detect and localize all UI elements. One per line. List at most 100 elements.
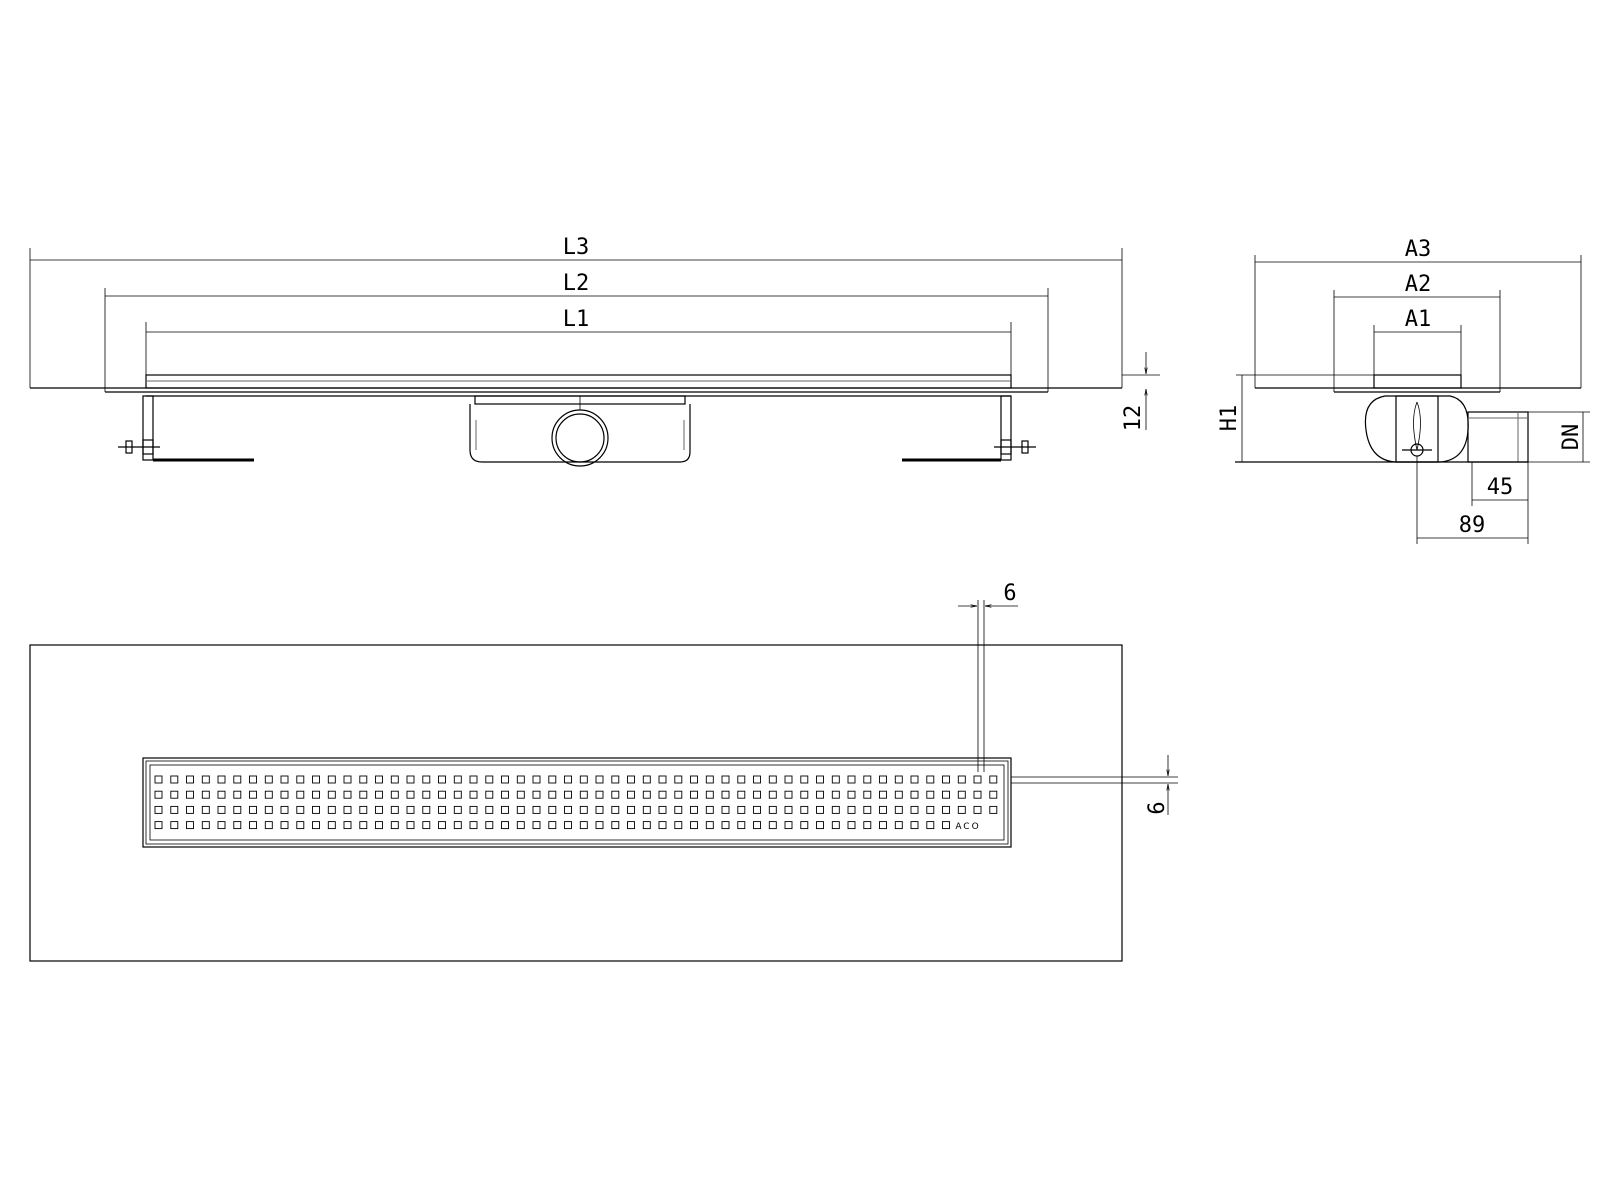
grate-slot — [611, 821, 620, 830]
grate-slot — [312, 805, 320, 814]
grate-slot — [690, 805, 698, 814]
grate-slot — [674, 821, 683, 830]
grate-slot-grid — [154, 775, 998, 830]
grate-slot — [154, 790, 163, 799]
grate-slot — [532, 790, 541, 799]
grate-slot — [296, 821, 305, 830]
grate-slot — [249, 790, 257, 799]
grate-slot — [438, 790, 446, 799]
grate-slot — [280, 775, 289, 784]
grate-slot — [532, 821, 541, 830]
grate-slot — [721, 805, 730, 814]
grate-slot — [627, 790, 635, 799]
grate-slot — [705, 775, 714, 784]
grate-slot — [705, 805, 714, 814]
grate-slot — [894, 821, 903, 830]
grate-slot — [217, 805, 226, 814]
section-view: A3 A2 A1 — [1217, 237, 1590, 544]
grate-slot — [910, 821, 919, 830]
dim-l2: L2 — [104, 271, 1049, 392]
grate-slot — [469, 775, 478, 784]
grate-slot — [642, 805, 651, 814]
grate-slot — [879, 821, 887, 830]
grate-slot — [249, 775, 257, 784]
grate-slot — [406, 790, 415, 799]
grate-slot — [422, 790, 431, 799]
grate-slot — [690, 775, 698, 784]
grate-slot — [957, 790, 966, 799]
grate-slot — [894, 775, 903, 784]
grate-slot — [186, 805, 194, 814]
grate-slot — [469, 805, 478, 814]
grate-slot — [579, 775, 588, 784]
grate-slot — [926, 805, 935, 814]
grate-slot — [863, 805, 872, 814]
grate-slot — [217, 790, 226, 799]
grate-slot — [327, 790, 336, 799]
dim-height-label: 12 — [1121, 405, 1146, 432]
grate-slot — [831, 775, 840, 784]
grate-slot — [831, 790, 840, 799]
grate-slot — [564, 775, 572, 784]
grate-slot — [343, 821, 352, 830]
grate-slot — [170, 775, 179, 784]
grate-slot — [989, 775, 998, 784]
grate-slot — [942, 821, 950, 830]
grate-slot — [721, 790, 730, 799]
grate-slot — [516, 790, 525, 799]
grate-slot — [564, 821, 572, 830]
grate-slot — [737, 790, 746, 799]
dim-l3: L3 — [29, 235, 1123, 388]
grate-slot — [532, 775, 541, 784]
grate-slot — [201, 790, 210, 799]
grate-slot — [926, 775, 935, 784]
grate-slot — [390, 775, 399, 784]
grate-slot — [390, 821, 399, 830]
grate-slot — [485, 821, 494, 830]
grate-slot — [406, 821, 415, 830]
grate-slot — [154, 821, 163, 830]
grate-slot — [816, 775, 824, 784]
grate-slot — [642, 821, 651, 830]
grate-slot — [989, 805, 998, 814]
grate-slot — [847, 790, 856, 799]
grate-slot — [501, 821, 509, 830]
section-body — [1235, 374, 1581, 463]
grate-slot — [973, 775, 982, 784]
grate-slot — [800, 790, 809, 799]
dim-l2-label: L2 — [563, 271, 590, 296]
grate-slot — [327, 821, 336, 830]
grate-slot — [957, 805, 966, 814]
grate-slot — [312, 821, 320, 830]
grate-slot — [800, 775, 809, 784]
grate-slot — [264, 805, 273, 814]
grate-slot — [233, 775, 242, 784]
grate-slot — [422, 805, 431, 814]
grate-slot — [627, 805, 635, 814]
grate-slot — [674, 790, 683, 799]
dim-a1: A1 — [1373, 307, 1462, 375]
grate-slot — [201, 821, 210, 830]
grate-slot — [579, 821, 588, 830]
grate-slot — [170, 790, 179, 799]
grate-slot — [217, 821, 226, 830]
dim-h1-label: H1 — [1217, 405, 1242, 432]
grate-slot — [753, 805, 761, 814]
grate-slot — [453, 805, 462, 814]
grate-slot — [753, 821, 761, 830]
grate-slot — [233, 821, 242, 830]
grate-slot — [942, 805, 950, 814]
dim-l3-label: L3 — [563, 235, 590, 260]
grate-slot — [280, 790, 289, 799]
grate-slot — [264, 775, 273, 784]
grate-slot — [957, 775, 966, 784]
grate-slot — [359, 821, 368, 830]
grate-slot — [879, 805, 887, 814]
grate-slot — [800, 821, 809, 830]
grate-slot — [658, 805, 667, 814]
grate-slot — [516, 775, 525, 784]
grate-slot — [926, 821, 935, 830]
grate: ACO — [142, 757, 1012, 848]
grate-slot — [233, 790, 242, 799]
grate-slot — [422, 821, 431, 830]
